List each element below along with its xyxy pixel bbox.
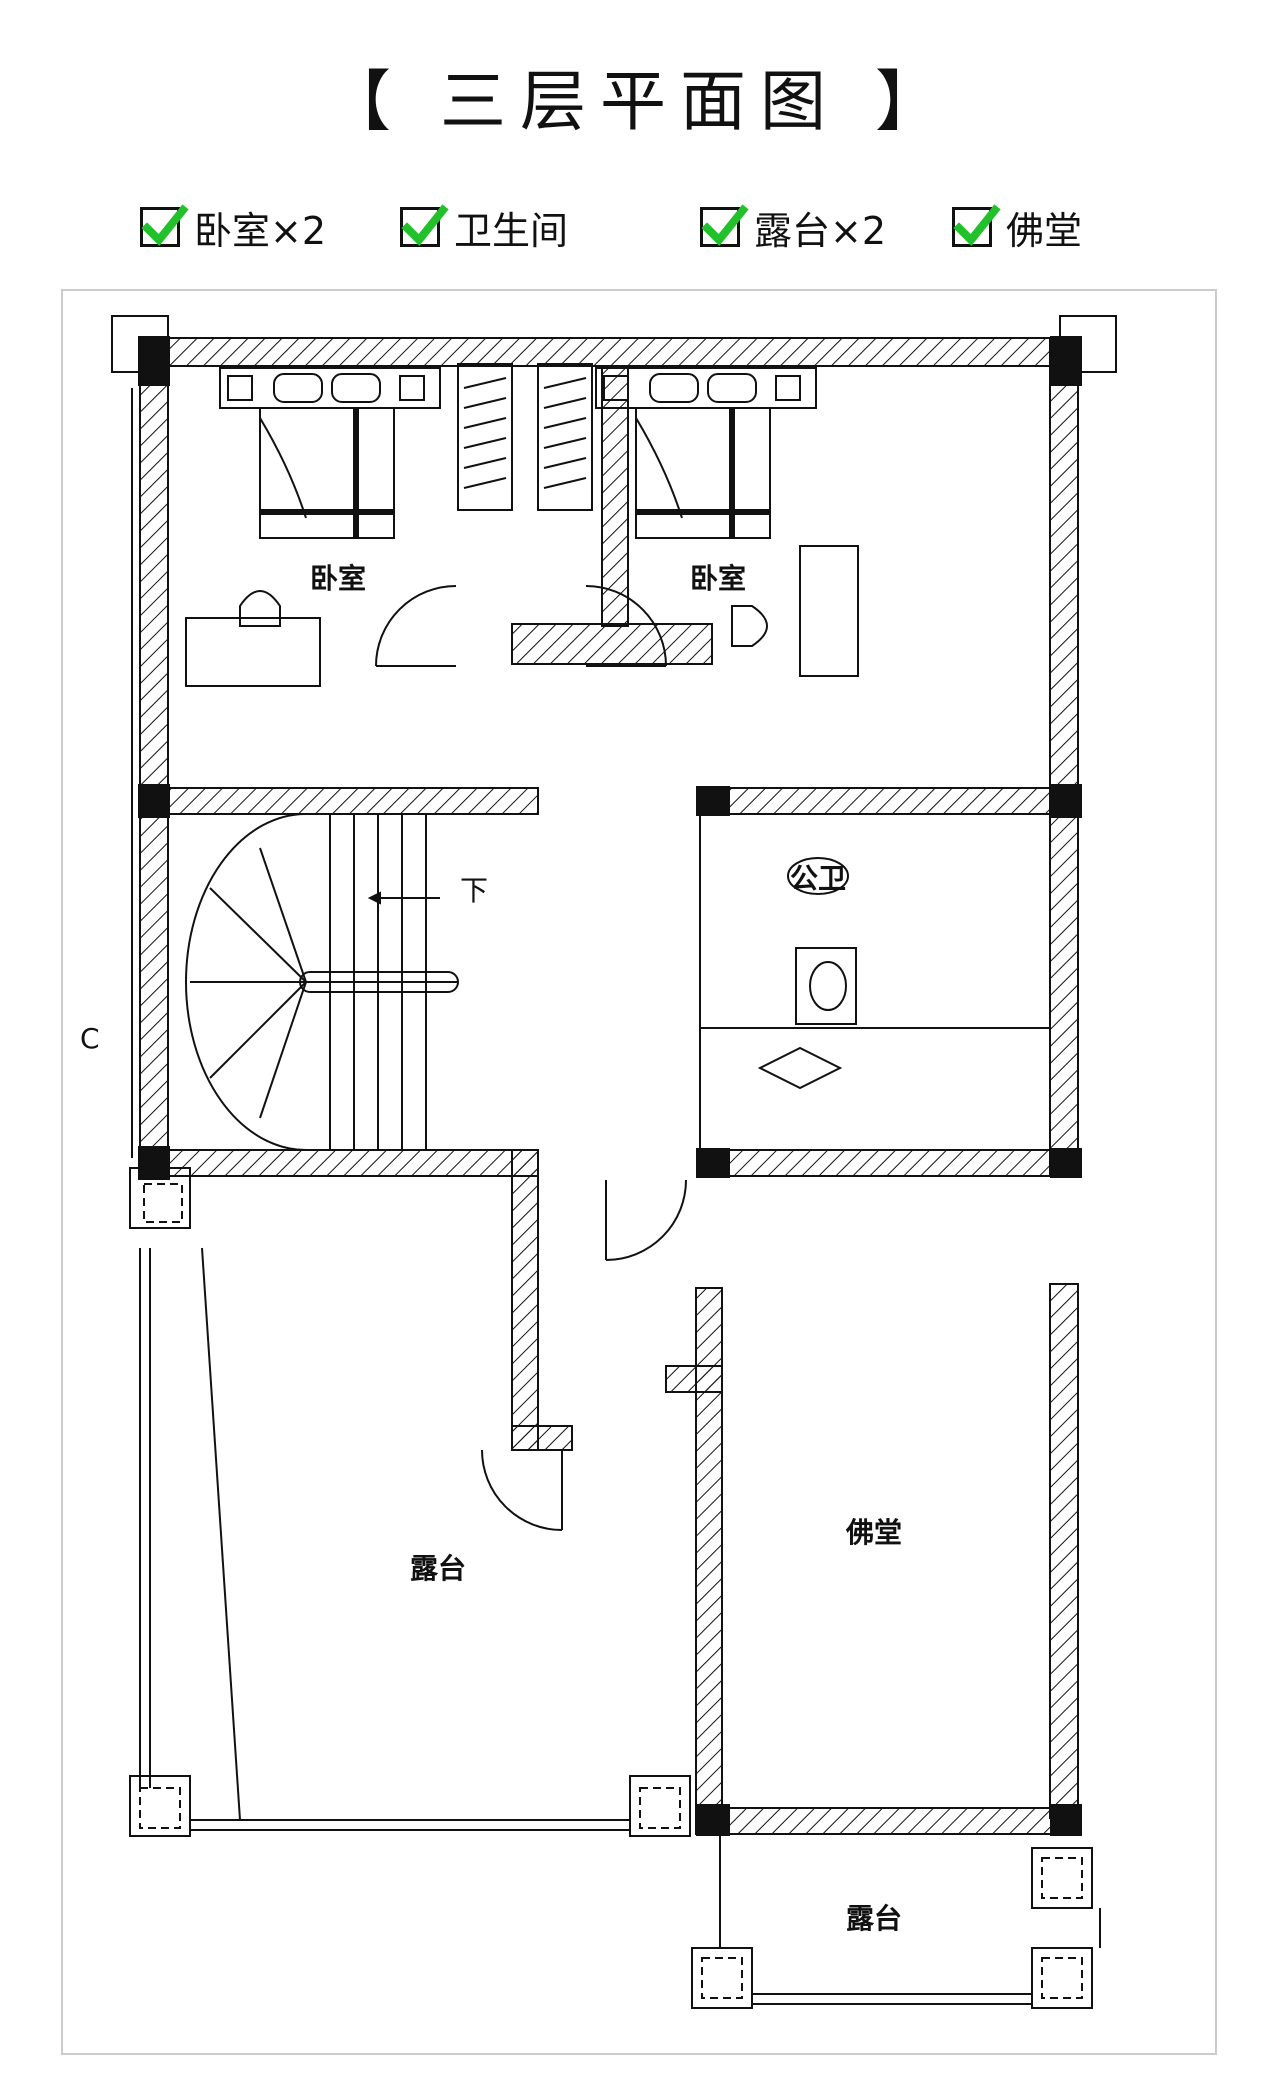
legend-item-bathroom: 卫生间 [400, 202, 569, 253]
column [1050, 1804, 1082, 1836]
wall-shrine-left-top [665, 1365, 723, 1393]
shower-icon [757, 1046, 843, 1090]
room-label-bathroom: 公卫 [790, 862, 846, 895]
pillar [1031, 1947, 1093, 2009]
wall-top [139, 337, 1051, 367]
legend: 卧室×2 卫生间 露台×2 佛堂 [0, 202, 1280, 262]
wall-stair-bottom [167, 1149, 539, 1177]
stair-down-label: 下 [460, 874, 488, 907]
wall-hall-top [511, 623, 713, 665]
column [696, 1148, 730, 1178]
room-label-shrine: 佛堂 [845, 1516, 902, 1549]
wall-bedroom-left-bottom [167, 787, 539, 815]
section-c-label: C [80, 1022, 100, 1055]
page-title: 【 三层平面图 】 [325, 63, 955, 140]
wall-center-top [601, 365, 629, 627]
bed-right [595, 367, 817, 539]
column [696, 1804, 730, 1836]
column [138, 784, 170, 818]
column [138, 336, 170, 386]
pillar [691, 1947, 753, 2009]
toilet-icon [787, 857, 849, 895]
wall-corridor-left-foot [511, 1425, 573, 1451]
wall-shrine-bottom [695, 1807, 1079, 1835]
legend-label: 露台×2 [754, 208, 887, 253]
green-check-icon [140, 204, 189, 247]
legend-label: 卧室×2 [194, 208, 327, 253]
column [138, 1146, 170, 1180]
wardrobe [457, 363, 593, 511]
pillar [111, 315, 169, 373]
legend-item-bedroom: 卧室×2 [140, 202, 327, 253]
legend-label: 佛堂 [1006, 208, 1083, 253]
green-check-icon [700, 204, 749, 247]
pillar [1059, 315, 1117, 373]
pillar [629, 1775, 691, 1837]
legend-item-terrace: 露台×2 [700, 202, 887, 253]
column [1050, 336, 1082, 386]
legend-label: 卫生间 [454, 208, 569, 253]
room-label-terrace-left: 露台 [410, 1552, 466, 1585]
floor-plan: 卧室 卧室 公卫 露台 佛堂 露台 下 C [61, 289, 1217, 2055]
bed-left [219, 367, 441, 539]
bathroom-fixtures [699, 814, 1050, 1150]
desk [185, 545, 859, 687]
pillar [129, 1167, 191, 1229]
railings [131, 388, 1101, 2005]
column [696, 786, 730, 816]
pillar [1031, 1847, 1093, 1909]
wall-bedroom-right-bottom [699, 787, 1051, 815]
column [1050, 1148, 1082, 1178]
columns [138, 336, 1082, 1836]
room-label-bedroom-right: 卧室 [690, 562, 746, 595]
plan-frame [61, 289, 1217, 2055]
green-check-icon [400, 204, 449, 247]
wall-bath-bottom [699, 1149, 1051, 1177]
door [375, 585, 687, 1531]
legend-item-shrine: 佛堂 [952, 202, 1083, 253]
sink-icon [809, 961, 847, 1011]
wall-right-upper [1049, 337, 1079, 1159]
column [1050, 784, 1082, 818]
green-check-icon [952, 204, 1001, 247]
room-label-bedroom-left: 卧室 [310, 562, 366, 595]
room-label-terrace-bottom: 露台 [846, 1902, 902, 1935]
wall-left-upper [139, 337, 169, 1159]
staircase [185, 813, 459, 1151]
wall-shrine-right [1049, 1283, 1079, 1819]
wall-corridor-left [511, 1149, 539, 1451]
pillar [129, 1775, 191, 1837]
